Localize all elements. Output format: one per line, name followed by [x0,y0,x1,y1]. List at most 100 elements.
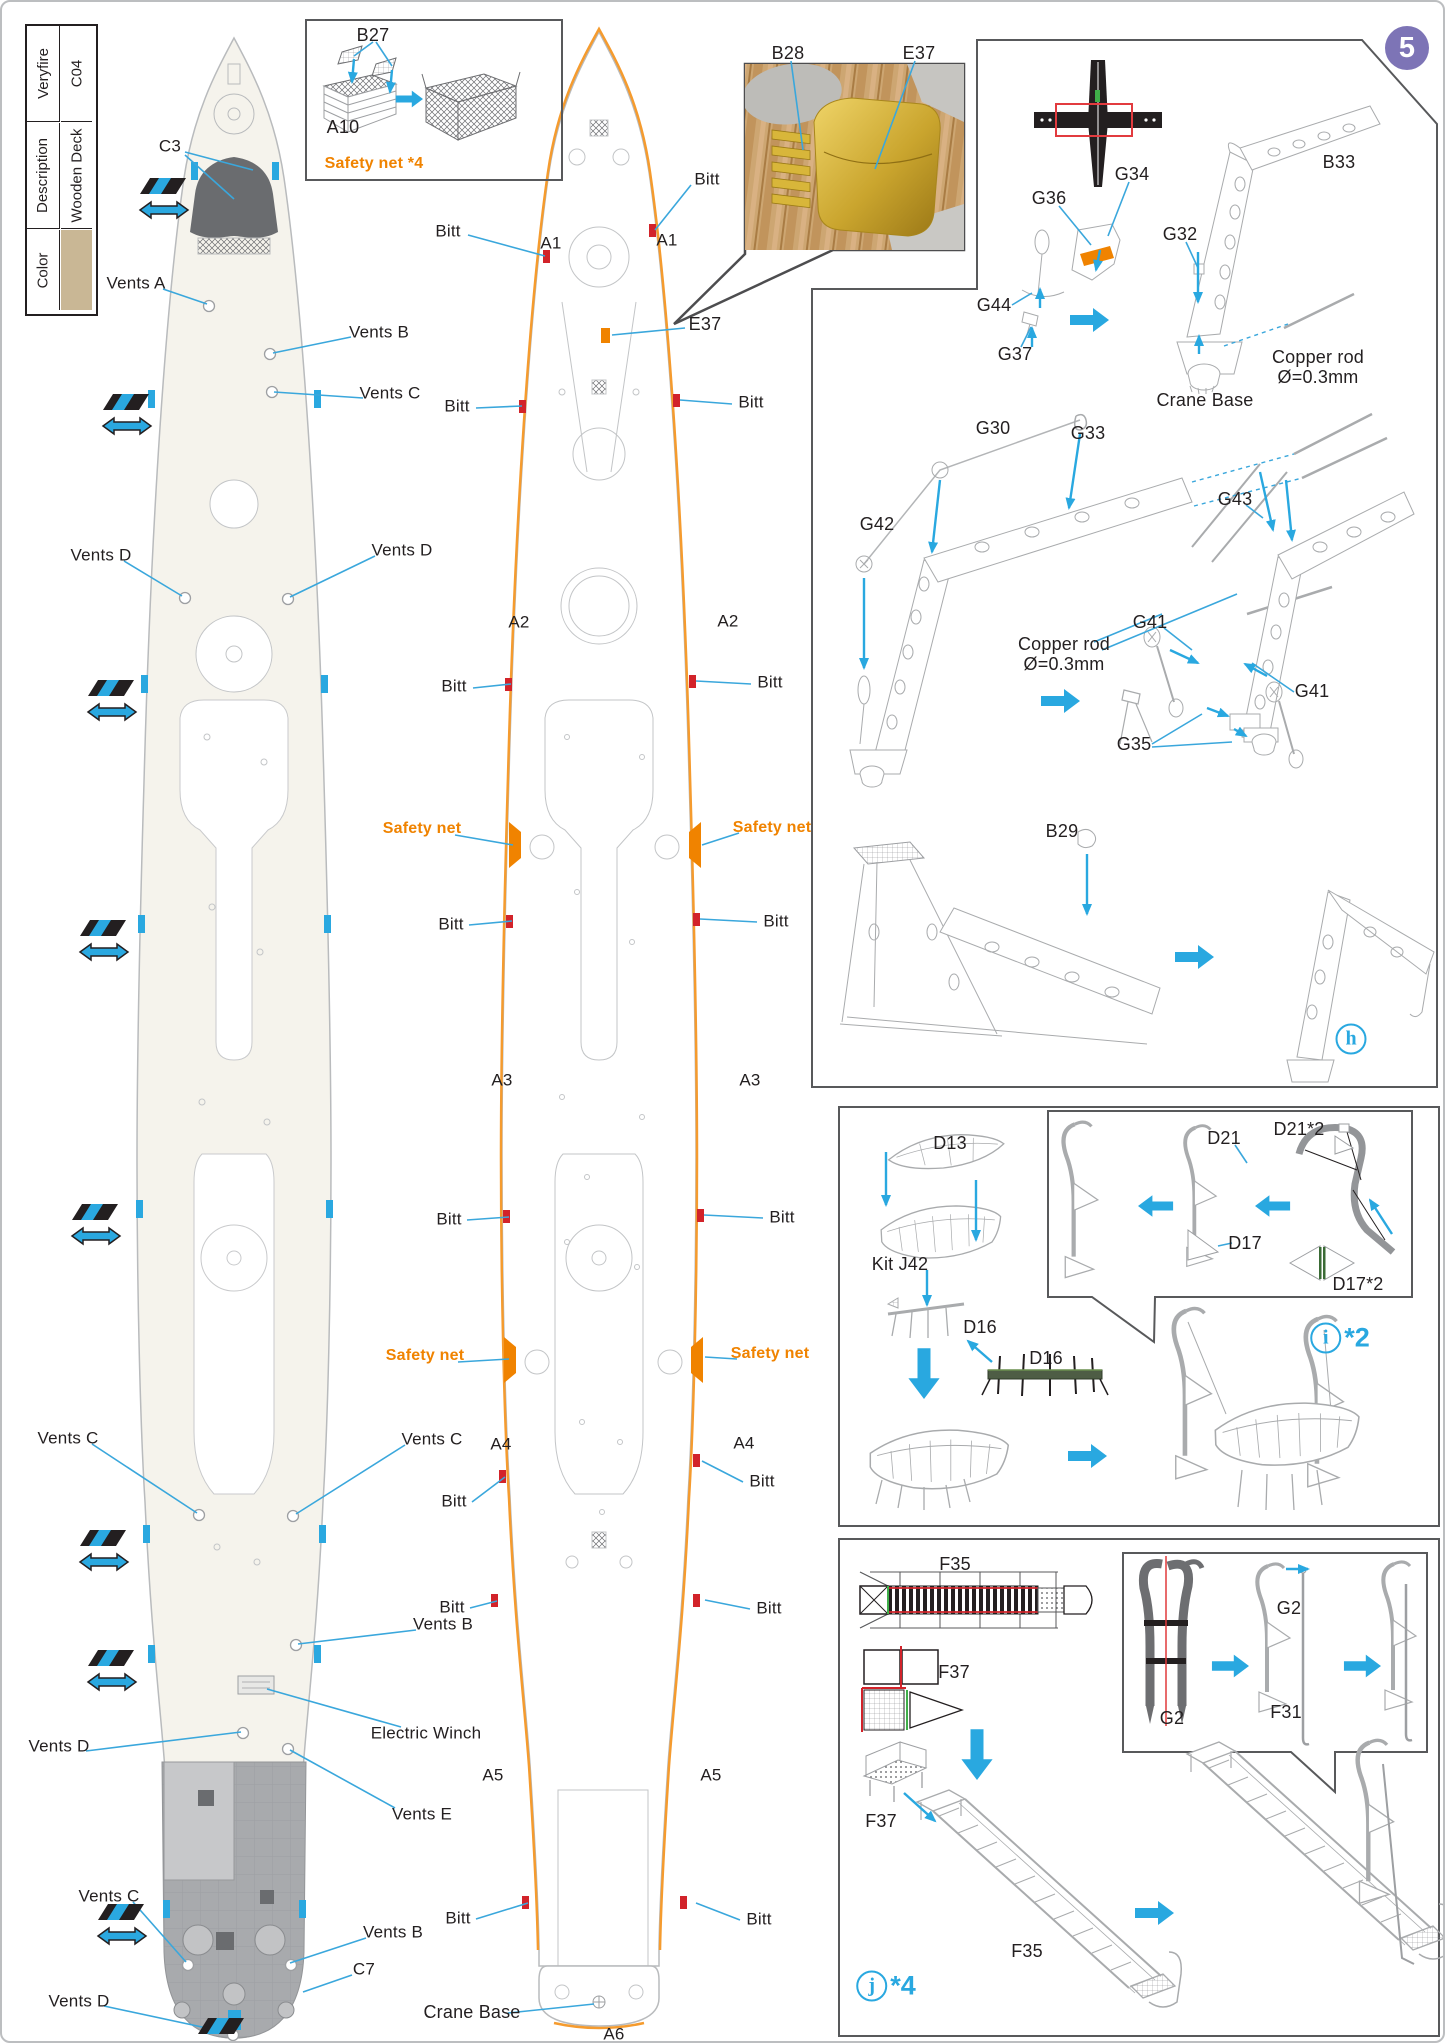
panel-i-border [838,1106,1440,1527]
hull-orange-outline [499,26,699,1951]
g34-part [1034,60,1162,187]
leader-line [454,834,514,846]
crane-base-fitting [592,1995,606,2009]
page-number-badge: 5 [1385,26,1429,70]
leader-line [273,391,364,399]
leader-line [1217,1242,1233,1247]
deck-tape-symbol [79,919,129,961]
table-description-cell: Description [27,123,60,229]
flow-arrow-left [1138,1195,1174,1217]
panel-j-border [838,1538,1440,2037]
d21x2-frame-part [1295,1123,1396,1255]
leader-line [353,41,374,57]
leader-line [679,399,733,405]
electric-winch-part [237,1675,275,1695]
brass-part-b28 [771,129,811,209]
deck-tape-symbol [87,1649,137,1691]
flow-arrow-right [1175,945,1214,969]
leader-line [289,1749,396,1809]
leader-line [302,1974,353,1993]
d17x2-part [1288,1245,1356,1281]
leader-line [1245,504,1264,519]
leader-line [1185,241,1199,269]
leader-line [272,336,352,354]
leader-line [695,1902,741,1921]
flow-arrow-right [1041,689,1080,713]
leader-line [1251,662,1295,693]
leader-line [469,1600,498,1609]
assembly-arrow [1169,648,1200,665]
deck-tape-symbol [102,393,152,435]
flow-arrow-right [1135,1901,1174,1925]
ladder-diagrams [859,1556,1443,2008]
a10-basket-diagram [322,45,521,141]
leader-line [162,288,208,305]
leader-line [1101,593,1238,651]
leader-line [475,1902,529,1920]
leader-line [1107,181,1130,237]
leader-line [132,1901,187,1963]
e37-part [601,328,610,343]
table-description-value-cell: Wooden Deck [61,123,92,229]
assembly-arrow [966,1339,993,1363]
flow-arrow-down [961,1729,993,1780]
dashed-leader [1193,477,1303,507]
flow-arrows [347,58,1394,1925]
assembly-arrow [1284,479,1296,542]
table-brand-cell: Veryfire [27,26,60,122]
leader-line [704,1599,751,1610]
assembly-arrow [385,69,396,94]
leader-line [790,60,804,151]
flow-arrow-right [395,90,423,108]
deck-tape-symbol [87,679,137,721]
leader-line [375,41,393,67]
flow-arrow-down [908,1348,940,1399]
deck-tape-symbol [79,1529,129,1571]
assembly-arrow [347,58,358,84]
leader-line [289,555,376,598]
leader-line [1151,713,1203,745]
leader-line [184,151,254,171]
c3-deck-area [190,157,278,238]
leader-line [471,1476,506,1503]
leader-line [1020,326,1032,348]
leader-line [699,918,758,923]
flow-arrow-right [1211,1654,1249,1678]
leader-line [701,1460,744,1483]
table-code-cell: C04 [61,26,92,122]
flow-arrow-right [1068,1444,1107,1468]
g2-davit-assembly [1138,1556,1205,1726]
assembly-arrow [1258,471,1276,532]
panel-h-border [811,39,1438,1088]
assembly-arrow [1243,662,1268,678]
assembly-arrow [1206,706,1230,718]
brass-part-e37 [813,97,941,237]
table-color-swatch [61,230,92,310]
leader-line [289,1937,367,1964]
leader-line [467,234,546,257]
leader-line [91,1443,198,1514]
leader-line [184,154,235,200]
leader-line [507,2003,595,2014]
assembly-arrow [903,1792,937,1823]
leader-line [611,327,686,336]
table-color-cell: Color [27,230,60,310]
assembly-arrow [1093,249,1103,272]
crane-assembly-diagrams [839,60,1435,1083]
leader-line [472,683,512,689]
leader-line [1058,205,1092,246]
safety-net-parts [504,822,703,1383]
leader-line [1163,627,1193,651]
panel-i-inner-box [1047,1110,1413,1344]
leader-lines [85,41,1303,2034]
leader-line [1151,741,1233,748]
flow-arrow-right [1343,1654,1381,1678]
assembly-arrow [1233,726,1248,738]
leader-line [1234,1144,1248,1164]
deck-edge-markers [136,162,333,1918]
assembly-arrow [1368,1198,1394,1235]
leader-line [466,1216,510,1221]
deck-tape-symbol [97,1903,147,1945]
